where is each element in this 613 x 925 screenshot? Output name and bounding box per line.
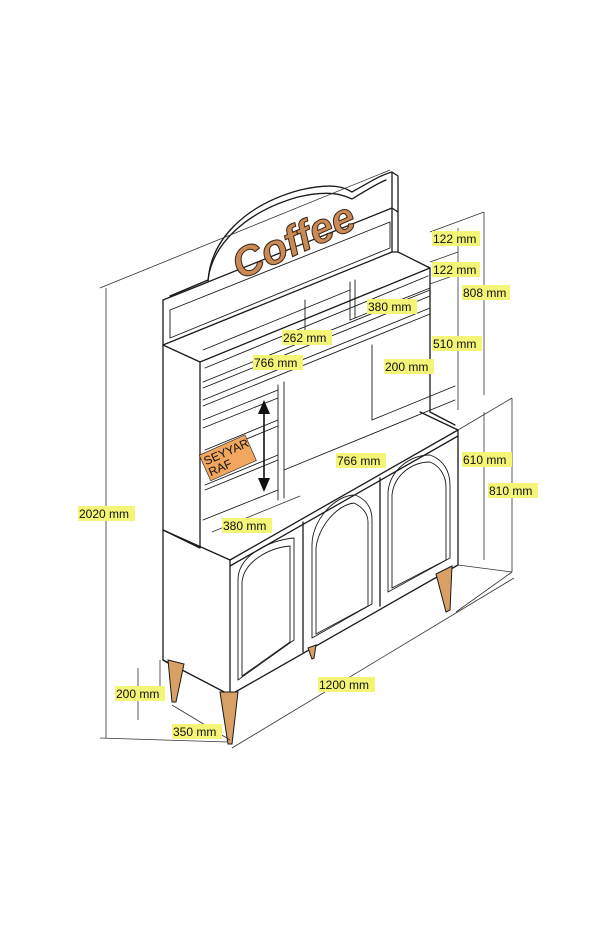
dim-label-hutch-width: 766 mm [253, 355, 303, 370]
dim-label-top-section-2: 122 mm [432, 262, 480, 277]
dim-label-cabinet-total-height: 810 mm [488, 483, 538, 498]
dim-label-leg-height: 200 mm [115, 686, 165, 701]
coffee-logo: Coffee [224, 192, 363, 289]
door-panel-1 [237, 537, 295, 681]
hutch-unit [162, 171, 456, 549]
dimension-labels: 122 mm 122 mm 380 mm 808 mm 262 mm 510 m… [78, 231, 538, 739]
svg-text:262 mm: 262 mm [283, 331, 326, 345]
svg-text:766 mm: 766 mm [337, 454, 380, 468]
dim-label-cabinet-height: 610 mm [462, 452, 512, 467]
svg-text:200 mm: 200 mm [116, 687, 159, 701]
counter-back-line [283, 399, 456, 471]
svg-text:380 mm: 380 mm [368, 300, 411, 314]
crown-board [162, 171, 393, 301]
leg-back-middle [307, 644, 317, 660]
svg-text:200 mm: 200 mm [385, 360, 428, 374]
hutch-left-side [162, 344, 201, 549]
svg-text:122 mm: 122 mm [433, 232, 476, 246]
legs [167, 565, 453, 745]
movable-shelf-tag: SEYYAR RAF [198, 434, 257, 482]
dim-label-total-width: 1200 mm [318, 677, 375, 692]
cabinet-left-side [162, 529, 231, 696]
svg-text:810 mm: 810 mm [489, 484, 532, 498]
svg-text:2020 mm: 2020 mm [79, 507, 129, 521]
svg-text:610 mm: 610 mm [463, 453, 506, 467]
svg-text:122 mm: 122 mm [433, 263, 476, 277]
leg-back-left [167, 659, 185, 703]
lower-cabinet [162, 411, 459, 696]
leg-front-right [435, 565, 453, 613]
dim-label-counter-width: 766 mm [336, 453, 386, 468]
countertop [162, 411, 459, 561]
leg-front-left [219, 691, 239, 745]
svg-text:380 mm: 380 mm [223, 519, 266, 533]
left-shelf-1 [202, 389, 279, 421]
svg-text:1200 mm: 1200 mm [319, 678, 369, 692]
hutch-right-side [429, 267, 456, 426]
dim-label-hutch-depth: 200 mm [384, 359, 434, 374]
crown-inner-panel [169, 221, 391, 339]
dim-label-top-section-1: 122 mm [432, 231, 480, 246]
door-panel-3 [387, 454, 451, 593]
svg-text:510 mm: 510 mm [433, 337, 476, 351]
logo-text: Coffee [225, 192, 363, 288]
svg-text:350 mm: 350 mm [173, 725, 216, 739]
dim-label-cabinet-depth: 350 mm [172, 724, 222, 739]
crown-top-edge [169, 179, 387, 297]
middle-shelf [202, 307, 431, 401]
crown-side [391, 171, 399, 213]
dim-label-total-height: 2020 mm [78, 506, 135, 521]
double-arrow-vertical-icon [258, 400, 270, 492]
door-panel-2 [311, 494, 373, 639]
left-shelf-3 [204, 454, 279, 486]
dim-label-middle-shelf-height: 510 mm [432, 336, 482, 351]
dim-label-upper-compartment-width: 262 mm [282, 330, 332, 345]
dim-label-left-shelf-width: 380 mm [222, 518, 272, 533]
svg-text:766 mm: 766 mm [254, 356, 297, 370]
dim-label-right-shelf-width: 380 mm [367, 299, 417, 314]
svg-text:808 mm: 808 mm [463, 286, 506, 300]
left-shelf-movable [204, 419, 279, 451]
dim-label-hutch-height: 808 mm [462, 285, 510, 300]
